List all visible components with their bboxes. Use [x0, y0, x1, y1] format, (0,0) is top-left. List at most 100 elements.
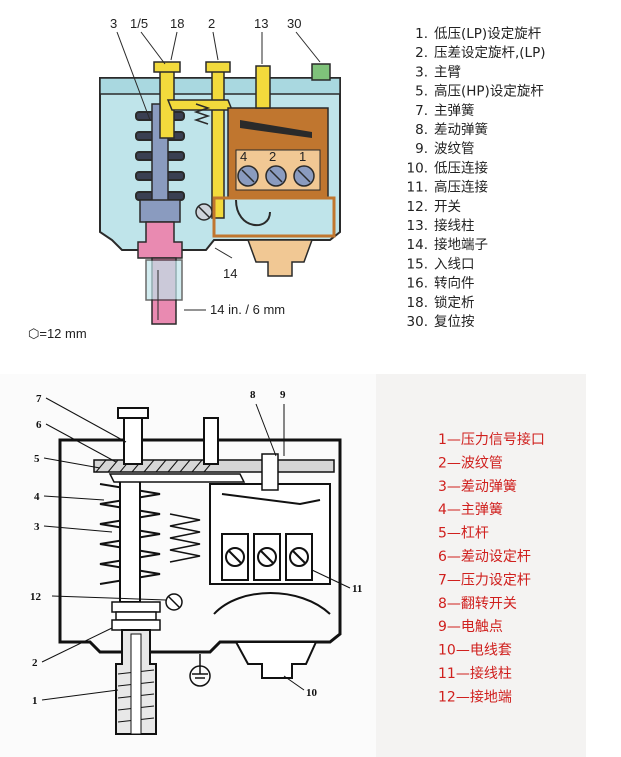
- top-legend-number: 3.: [415, 64, 428, 80]
- bottom-legend-item: 5—杠杆: [438, 526, 489, 542]
- top-legend-text: 压差设定旋杆,(LP): [434, 45, 546, 61]
- bottom-legend-item: 2—波纹管: [438, 455, 503, 471]
- callout-30: 30: [287, 16, 301, 31]
- wire-loop: [235, 199, 271, 227]
- top-legend-text: 入线口: [434, 256, 475, 272]
- callout-4: 4: [34, 491, 40, 503]
- top-legend: 1. 低压(LP)设定旋杆 2. 压差设定旋杆,(LP) 3. 主臂 5. 高压(HP)设定旋…: [407, 26, 546, 330]
- switch-mechanism: [221, 493, 321, 506]
- callout-7: 7: [36, 393, 42, 405]
- differential-spindle: [211, 67, 225, 219]
- bottom-legend-item: 8—翻转开关: [438, 596, 517, 612]
- ground-symbol: [189, 654, 211, 687]
- hex-size-label: ⬡=12 mm: [28, 326, 87, 341]
- pressure-rod-cap: [117, 407, 149, 419]
- pressure-setting-rod: [123, 413, 143, 465]
- top-legend-text: 复位按: [434, 313, 475, 330]
- bottom-legend-item: 9—电触点: [438, 619, 503, 635]
- range-spindle-head: [153, 61, 181, 73]
- top-legend-text: 接线柱: [434, 217, 475, 234]
- reset-button: [311, 63, 331, 81]
- top-legend-number: 11.: [407, 180, 428, 196]
- top-legend-text: 主弹簧: [434, 103, 475, 119]
- terminal-label-c: 1: [299, 149, 306, 164]
- callout-13: 13: [254, 16, 268, 31]
- bottom-legend-item: 11—接线柱: [438, 665, 512, 682]
- callout-11: 11: [352, 583, 362, 595]
- bottom-diagram-svg: 7 6 5 4 3 12 2 1 8 9 11 10 1—压力信号接口2—波纹管…: [0, 374, 586, 757]
- callout-14: 14: [223, 266, 237, 281]
- hex-nut: [145, 259, 183, 301]
- top-legend-text: 波纹管: [434, 141, 475, 157]
- top-legend-number: 14.: [407, 237, 428, 253]
- bottom-legend-item: 3—差动弹簧: [438, 479, 517, 495]
- cable-entry: [246, 239, 314, 277]
- top-legend-text: 高压(HP)设定旋杆: [434, 83, 544, 100]
- top-legend-text: 主臂: [434, 64, 461, 80]
- wire-arc: [213, 592, 331, 615]
- top-legend-number: 8.: [415, 122, 428, 138]
- bellows: [111, 601, 161, 631]
- top-legend-number: 9.: [415, 141, 428, 157]
- differential-setting-rod: [203, 417, 219, 465]
- bottom-legend-item: 6—差动设定杆: [438, 549, 531, 565]
- top-legend-number: 7.: [415, 103, 428, 119]
- top-legend-number: 1.: [415, 26, 428, 42]
- bottom-legend-item: 10—电线套: [438, 643, 512, 659]
- top-legend-text: 锁定析: [434, 295, 475, 311]
- top-legend-number: 13.: [407, 218, 428, 234]
- bottom-leaders: [41, 397, 351, 701]
- top-diagram-svg: 4 2 1 3 1/5 18 2 13 30 14 14 in. / 6 mm …: [28, 16, 546, 341]
- cable-frame: [212, 196, 336, 238]
- legend-background: [376, 374, 586, 757]
- bottom-legend-item: 1—压力信号接口: [438, 431, 545, 448]
- size-label: 14 in. / 6 mm: [210, 302, 285, 317]
- top-legend-number: 10.: [407, 160, 428, 176]
- top-legend-text: 高压连接: [434, 179, 488, 196]
- callout-8: 8: [250, 389, 256, 401]
- top-legend-text: 低压连接: [434, 159, 488, 176]
- top-legend-text: 转向件: [434, 276, 475, 292]
- callout-12: 12: [30, 591, 42, 603]
- callout-3: 3: [34, 521, 40, 533]
- top-legend-text: 差动弹簧: [434, 122, 488, 138]
- lever: [108, 473, 246, 483]
- callout-9: 9: [280, 389, 286, 401]
- top-leaders: [116, 31, 321, 311]
- contact-bracket: [261, 453, 279, 491]
- callout-2: 2: [32, 657, 38, 669]
- bottom-legend-item: 4—主弹簧: [438, 502, 503, 518]
- top-legend-text: 接地端子: [434, 236, 488, 253]
- bellows-cap: [139, 199, 181, 223]
- callout-18: 18: [170, 16, 184, 31]
- top-legend-number: 12.: [407, 199, 428, 215]
- callout-10: 10: [306, 687, 318, 699]
- bottom-legend-item: 7—压力设定杆: [438, 572, 531, 588]
- bottom-legend-item: 12—接地端: [438, 688, 512, 705]
- switch-lever: [240, 120, 312, 138]
- top-legend-number: 15.: [407, 256, 428, 272]
- connector-bore: [130, 633, 142, 735]
- callout-1-5: 1/5: [130, 16, 148, 31]
- top-legend-number: 5.: [415, 84, 428, 100]
- top-legend-number: 18.: [407, 295, 428, 311]
- callout-3: 3: [110, 16, 117, 31]
- top-legend-text: 低压(LP)设定旋杆: [434, 26, 542, 42]
- top-legend-number: 2.: [415, 45, 428, 61]
- differential-spring: [193, 103, 211, 125]
- top-legend-text: 开关: [434, 199, 461, 215]
- terminal-columns: [221, 533, 313, 581]
- differential-spring: [169, 513, 201, 563]
- callout-1: 1: [32, 695, 38, 707]
- top-terminal-screw: [255, 65, 271, 109]
- housing-outline: [58, 438, 342, 654]
- terminal-screws: [237, 165, 315, 187]
- bottom-legend: 1—压力信号接口 2—波纹管 3—差动弹簧 4—主弹簧 5—杠杆 6—差动设定杆 7—压力设…: [438, 431, 545, 705]
- terminal-label-b: 2: [269, 149, 276, 164]
- callout-6: 6: [36, 419, 42, 431]
- top-diagram: 4 2 1 3 1/5 18 2 13 30 14 14 in. / 6 mm …: [0, 0, 621, 360]
- top-legend-number: 16.: [407, 276, 428, 292]
- cable-gland: [234, 641, 318, 679]
- bellows: [137, 221, 183, 259]
